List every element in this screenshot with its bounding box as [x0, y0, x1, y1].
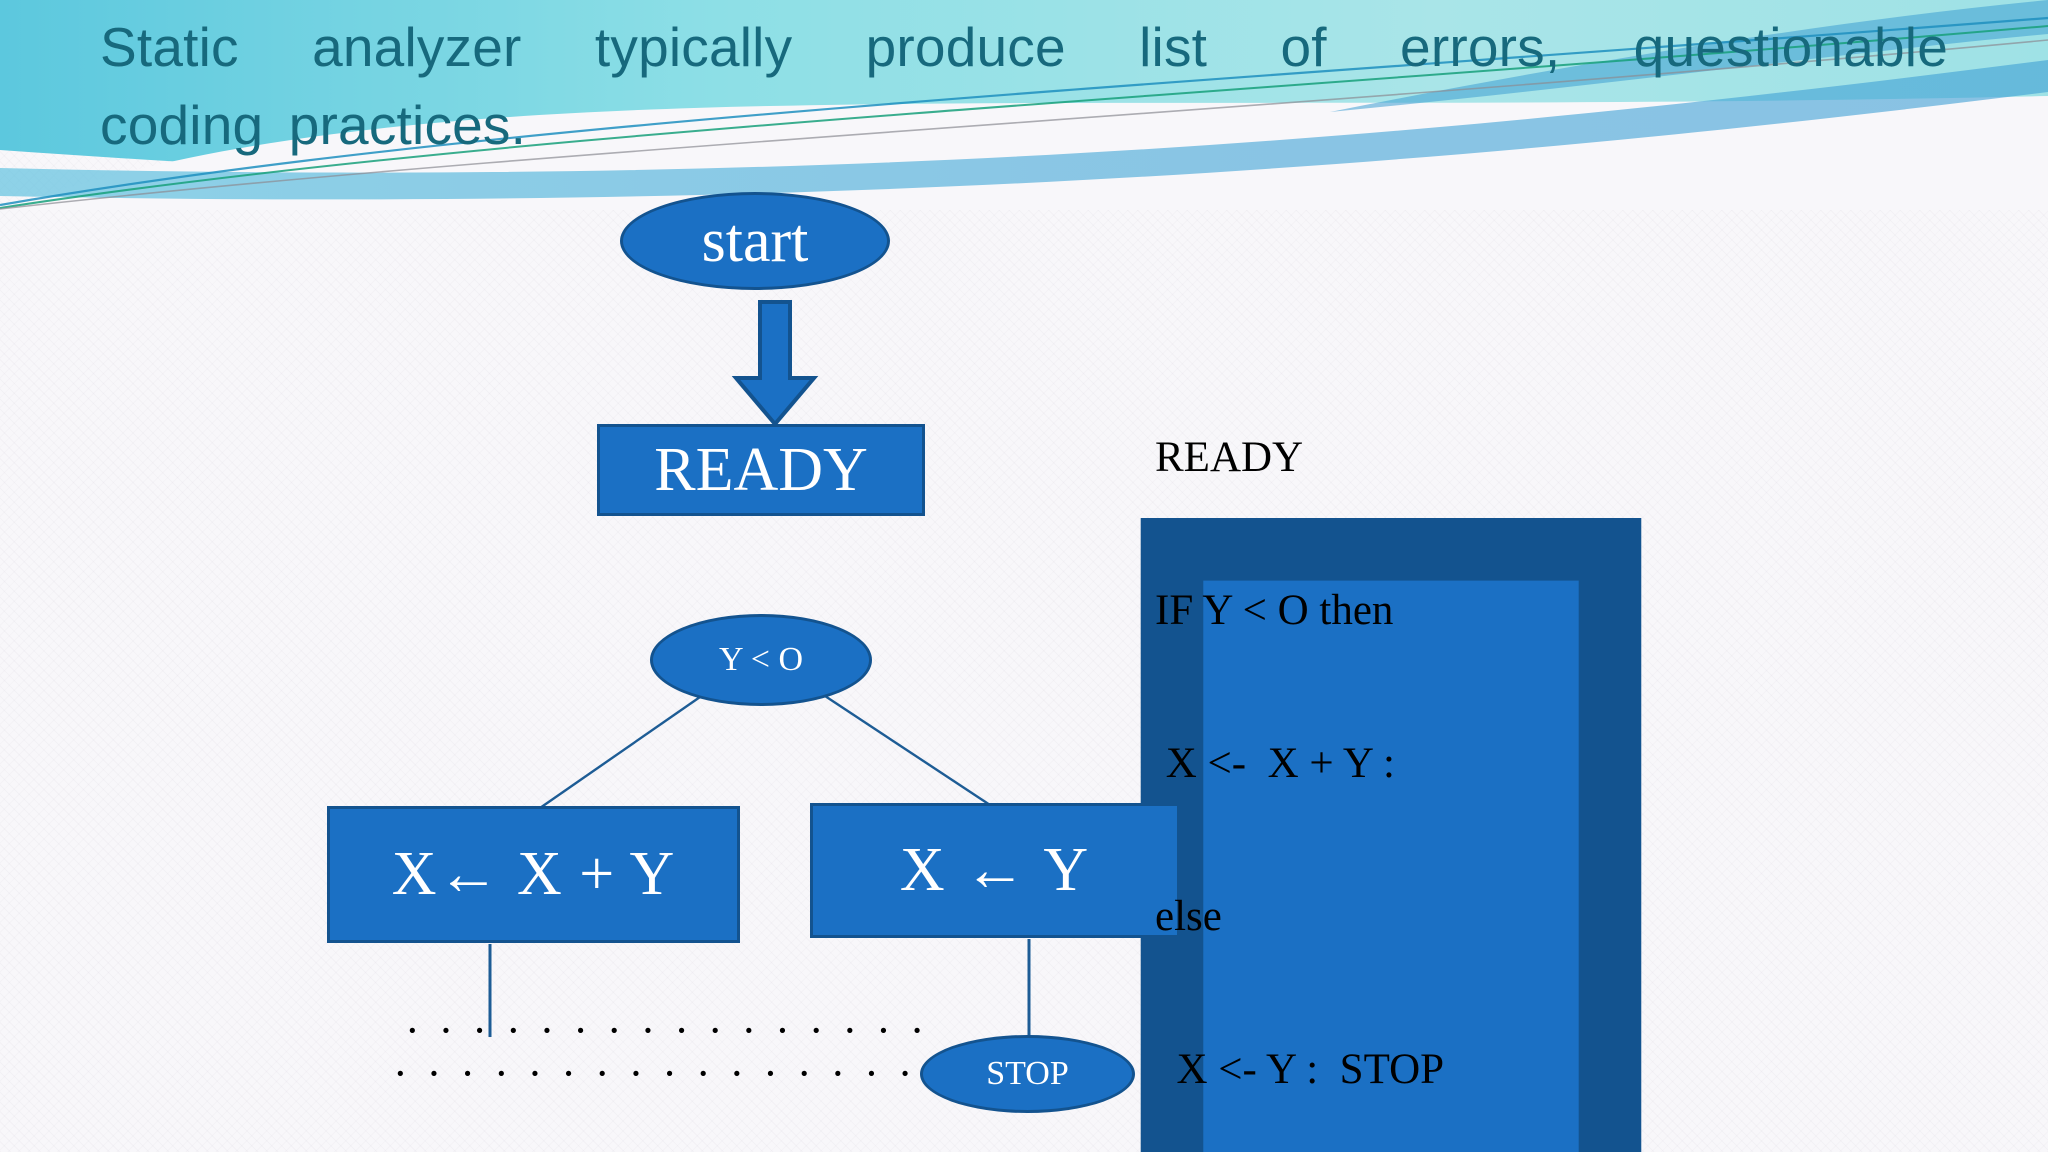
- node-stop-label: STOP: [986, 1055, 1069, 1092]
- flowchart-node-ready[interactable]: READY: [597, 424, 925, 516]
- pseudocode-line-2: IF Y < O then: [1155, 587, 1394, 634]
- edge-condition-to-assign-left: [539, 696, 701, 809]
- pseudocode-block: READY IF Y < O then X <- X + Y : else X …: [1155, 330, 1444, 1152]
- pseudocode-line-4: else: [1155, 893, 1222, 940]
- flowchart-node-condition[interactable]: Y < O: [650, 614, 872, 706]
- title-line-1: Static analyzer typically produce list o…: [100, 16, 1948, 78]
- node-start-label: start: [701, 206, 809, 275]
- flowchart-node-stop[interactable]: STOP: [920, 1035, 1135, 1113]
- node-ready-label: READY: [654, 435, 868, 504]
- pseudocode-line-1: READY: [1155, 434, 1304, 481]
- edge-condition-to-assign-right: [821, 692, 991, 807]
- page-title: Static analyzer typically produce list o…: [100, 8, 1948, 164]
- dotted-line-1: · · · · · · · · · · · · · · · ·: [405, 1006, 929, 1055]
- flowchart-node-assign-right[interactable]: X ← Y: [810, 803, 1180, 938]
- pseudocode-line-3: X <- X + Y :: [1155, 740, 1395, 787]
- block-arrow-ready-to-condition: [1140, 518, 1642, 1152]
- header-wave-decoration: [0, 0, 2048, 210]
- pseudocode-line-5: X <- Y : STOP: [1155, 1046, 1445, 1093]
- block-arrow-start-to-ready: [731, 300, 819, 428]
- title-line-2: coding practices.: [100, 94, 527, 156]
- flowchart-node-assign-left[interactable]: X← X + Y: [327, 806, 740, 943]
- node-assign-left-label: X← X + Y: [391, 840, 676, 908]
- node-assign-right-label: X ← Y: [899, 836, 1091, 904]
- flowchart-node-start[interactable]: start: [620, 192, 890, 290]
- dotted-line-2: · · · · · · · · · · · · · · · ·: [393, 1049, 917, 1098]
- node-condition-label: Y < O: [718, 641, 804, 678]
